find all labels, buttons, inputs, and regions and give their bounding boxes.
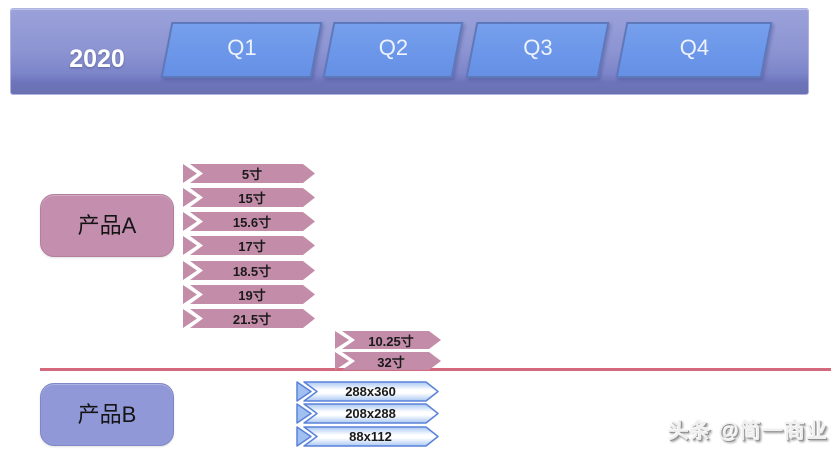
arrow-shape bbox=[183, 285, 315, 304]
roadmap-arrow-5寸: 5寸 bbox=[183, 164, 315, 183]
roadmap-arrow-32寸: 32寸 bbox=[335, 352, 441, 370]
quarter-tab-q1: Q1 bbox=[160, 22, 323, 78]
quarter-label-q3: Q3 bbox=[523, 35, 553, 60]
arrow-label: 17寸 bbox=[238, 239, 266, 254]
watermark: 头条 @简一商业 bbox=[667, 420, 828, 443]
quarter-label-q4: Q4 bbox=[679, 35, 710, 60]
arrow-shape bbox=[296, 403, 439, 424]
roadmap-arrow-18.5寸: 18.5寸 bbox=[183, 261, 315, 280]
quarter-tab-q3: Q3 bbox=[465, 22, 610, 78]
arrow-label: 288x360 bbox=[345, 384, 396, 399]
arrow-label: 18.5寸 bbox=[232, 264, 272, 279]
roadmap-arrow-21.5寸: 21.5寸 bbox=[183, 309, 315, 328]
year-label: 2020 bbox=[69, 45, 125, 73]
roadmap-arrow-208x288: 208x288 bbox=[296, 403, 439, 424]
arrow-shape bbox=[183, 164, 315, 183]
divider-line bbox=[40, 368, 831, 371]
roadmap-arrow-288x360: 288x360 bbox=[296, 381, 439, 402]
arrow-shape bbox=[296, 426, 439, 447]
roadmap-arrow-15.6寸: 15.6寸 bbox=[183, 212, 315, 231]
arrow-label: 19寸 bbox=[238, 288, 266, 303]
arrow-label: 15.6寸 bbox=[232, 215, 272, 230]
roadmap-arrow-10.25寸: 10.25寸 bbox=[335, 331, 441, 349]
quarter-tab-q2: Q2 bbox=[322, 22, 464, 78]
arrow-label: 10.25寸 bbox=[368, 333, 414, 349]
product-a-label: 产品A bbox=[40, 194, 174, 257]
arrow-shape bbox=[183, 309, 315, 328]
arrow-shape bbox=[335, 352, 441, 370]
roadmap-arrow-15寸: 15寸 bbox=[183, 188, 315, 207]
arrow-label: 15寸 bbox=[238, 191, 266, 206]
roadmap-arrow-17寸: 17寸 bbox=[183, 236, 315, 255]
timeline-header-bar: 2020 Q1 Q2 Q3 Q4 bbox=[10, 8, 809, 95]
roadmap-arrow-88x112: 88x112 bbox=[296, 426, 439, 447]
arrow-shape bbox=[335, 331, 441, 349]
roadmap-arrow-19寸: 19寸 bbox=[183, 285, 315, 304]
arrow-shape bbox=[183, 188, 315, 207]
quarter-tab-q4: Q4 bbox=[615, 22, 773, 78]
quarter-label-q1: Q1 bbox=[227, 35, 257, 60]
arrow-label: 88x112 bbox=[349, 429, 392, 444]
quarter-label-q2: Q2 bbox=[378, 35, 409, 60]
arrow-label: 5寸 bbox=[241, 167, 263, 182]
product-b-label: 产品B bbox=[40, 383, 174, 446]
arrow-shape bbox=[296, 381, 439, 402]
arrow-label: 21.5寸 bbox=[232, 312, 272, 327]
arrow-shape bbox=[183, 236, 315, 255]
arrow-label: 32寸 bbox=[377, 354, 405, 370]
arrow-shape bbox=[183, 261, 315, 280]
arrow-shape bbox=[183, 212, 315, 231]
arrow-label: 208x288 bbox=[345, 406, 396, 421]
